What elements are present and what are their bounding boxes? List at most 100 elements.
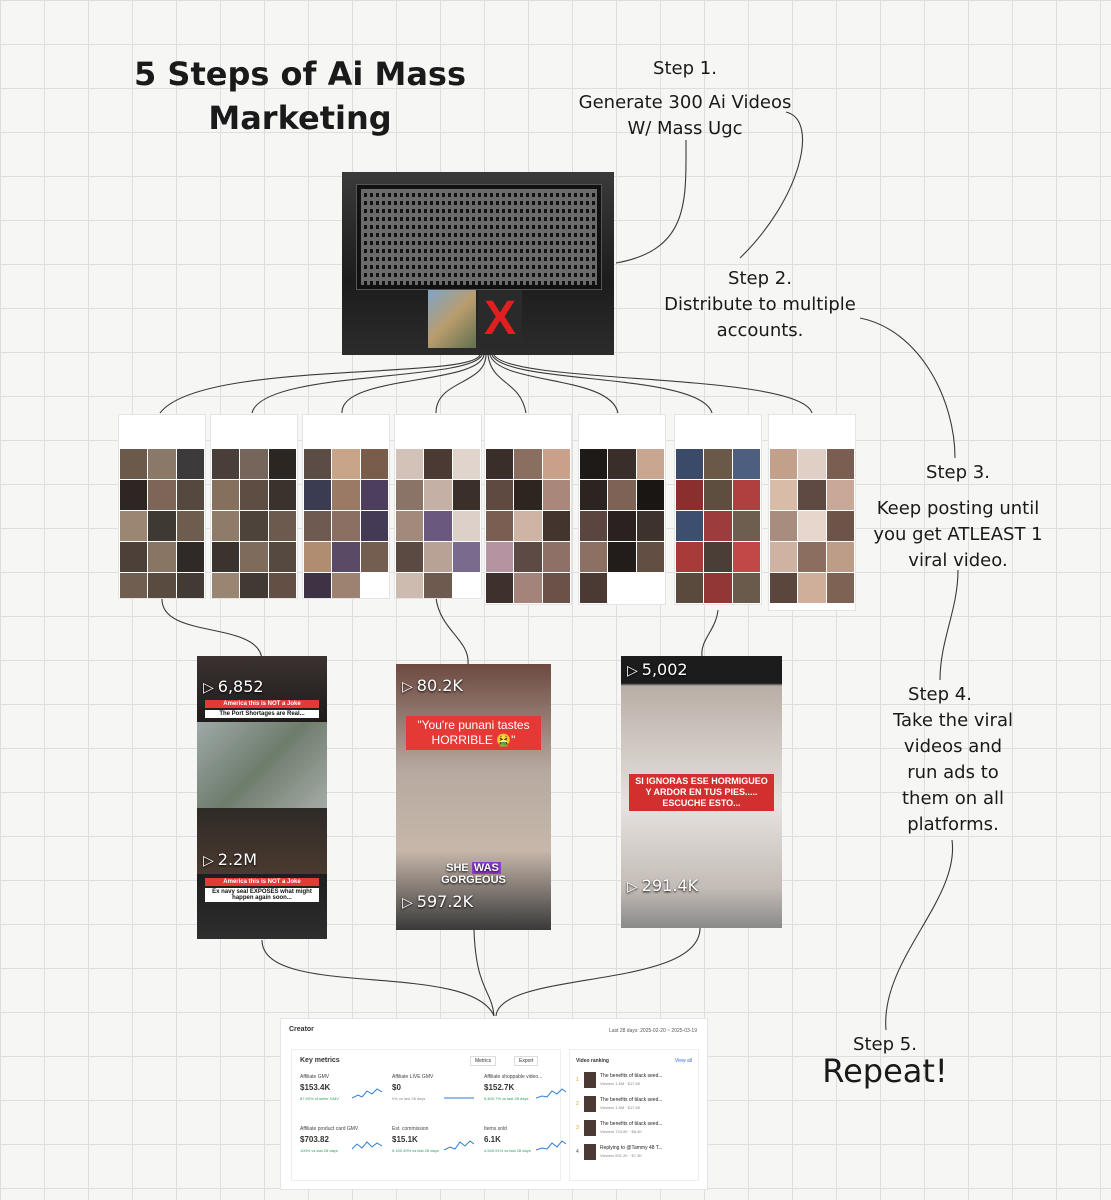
rank-number: 2	[576, 1101, 579, 1107]
metric-label: Items sold	[484, 1126, 507, 1132]
sparkline-icon	[352, 1141, 382, 1150]
viral-video-1: ▷6,852 America this is NOT a Joke The Po…	[197, 656, 327, 939]
metric-value: $0	[392, 1083, 401, 1092]
video-3-caption-line-3: ESCUCHE ESTO...	[662, 798, 741, 808]
ranking-row[interactable]: 3 The benefits of black seed... Viewers …	[576, 1120, 692, 1138]
link-step1	[615, 139, 687, 264]
video-3-caption: SI IGNORAS ESE HORMIGUEO Y ARDOR EN TUS …	[629, 774, 774, 811]
metric-label: Affiliate LIVE GMV	[392, 1074, 434, 1080]
video-3-caption-line-2: Y ARDOR EN TUS PIES.....	[645, 787, 758, 797]
ranking-stats: Viewers 591.2K · $7.3K	[600, 1153, 642, 1158]
metric-card[interactable]: Affiliate product card GMV $703.82 100% …	[300, 1126, 384, 1170]
video-ranking-panel: Video ranking View all 1 The benefits of…	[569, 1049, 699, 1181]
ranking-title: The benefits of black seed...	[600, 1121, 663, 1127]
step-5-repeat: Repeat!	[822, 1052, 948, 1090]
metric-value: $152.7K	[484, 1083, 515, 1092]
video-1-caption-1: America this is NOT a Joke	[204, 700, 320, 708]
video-ranking-title: Video ranking	[576, 1058, 609, 1064]
video-3-views-bottom: 291.4K	[641, 876, 699, 895]
video-thumbnail	[584, 1144, 596, 1160]
step-3-line-1: Keep posting until	[876, 498, 1040, 519]
mountain-thumbnail	[428, 290, 476, 348]
metric-card[interactable]: Items sold 6.1K 4,549.91% vs last 28 day…	[484, 1126, 568, 1170]
video-1-caption-3: America this is NOT a Joke	[204, 878, 320, 886]
step-2-line-1: Distribute to multiple	[664, 294, 856, 315]
step-1-label: Step 1.	[653, 58, 717, 79]
metric-sub: 100% vs last 28 days	[300, 1148, 338, 1153]
sparkline-icon	[536, 1088, 566, 1099]
view-all-link[interactable]: View all	[674, 1058, 692, 1064]
account-screenshot-5	[484, 414, 572, 605]
rank-number: 1	[576, 1077, 579, 1083]
video-1-caption-2: The Port Shortages are Real...	[204, 710, 320, 718]
metric-label: Affiliate GMV	[300, 1074, 330, 1080]
account-screenshot-8	[768, 414, 856, 611]
video-3-caption-line-1: SI IGNORAS ESE HORMIGUEO	[635, 776, 768, 786]
video-2-word-was: WAS	[471, 862, 501, 874]
step-4-line-1: Take the viral	[893, 710, 1013, 731]
metric-sub: 87.69% of seller GMV	[300, 1096, 339, 1101]
metric-value: 6.1K	[484, 1135, 501, 1144]
account-screenshot-1	[118, 414, 206, 599]
reject-x-icon: X	[478, 290, 522, 348]
metric-card[interactable]: Affiliate LIVE GMV $0 0% vs last 28 days	[392, 1074, 476, 1118]
video-grid-screen	[356, 184, 602, 290]
video-2-quote-line-2: HORRIBLE 🤮"	[431, 733, 516, 747]
ranking-row[interactable]: 1 The benefits of black seed... Viewers …	[576, 1072, 692, 1090]
sparkline-icon	[444, 1097, 474, 1099]
step-5-text: Step 5. Repeat!	[820, 1032, 950, 1090]
metric-value: $153.4K	[300, 1083, 331, 1092]
rank-number: 4	[576, 1149, 579, 1155]
metric-value: $703.82	[300, 1135, 329, 1144]
metric-card[interactable]: Affiliate GMV $153.4K 87.69% of seller G…	[300, 1074, 384, 1118]
account-screenshot-2	[210, 414, 298, 599]
step-5-label: Step 5.	[853, 1034, 917, 1055]
video-2-word-gorgeous: GORGEOUS	[441, 874, 506, 886]
step-3-line-3: viral video.	[908, 550, 1008, 571]
metric-card[interactable]: Affiliate shoppable video... $152.7K 5,4…	[484, 1074, 568, 1118]
metrics-button-label: Metrics	[475, 1058, 492, 1064]
video-1-views-top: 6,852	[217, 677, 264, 696]
step-2-label: Step 2.	[728, 268, 792, 289]
ranking-stats: Viewers 1.5M · $17.6K	[600, 1105, 641, 1110]
video-2-views-bottom: 597.2K	[416, 892, 474, 911]
step-4-line-3: run ads to	[907, 762, 999, 783]
link-step2	[859, 317, 956, 459]
ranking-row[interactable]: 2 The benefits of black seed... Viewers …	[576, 1096, 692, 1114]
export-button[interactable]: Export	[514, 1056, 539, 1066]
ranking-title: Replying to @Tammy 48 T...	[600, 1145, 663, 1151]
metric-card[interactable]: Est. commission $15.1K 5,150.49% vs last…	[392, 1126, 476, 1170]
ranking-row[interactable]: 4 Replying to @Tammy 48 T... Viewers 591…	[576, 1144, 692, 1162]
step-1-line-1: Generate 300 Ai Videos	[578, 92, 792, 113]
viral-video-2: ▷80.2K "You're punani tastes HORRIBLE 🤮"…	[396, 664, 551, 930]
account-screenshot-6	[578, 414, 666, 605]
step-1-line-2: W/ Mass Ugc	[627, 118, 743, 139]
metric-label: Est. commission	[392, 1126, 429, 1132]
key-metrics-title: Key metrics	[300, 1057, 340, 1064]
step-3-label: Step 3.	[926, 462, 990, 483]
ranking-stats: Viewers 724.9K · $8.4K	[600, 1129, 642, 1134]
ranking-stats: Viewers 1.6M · $17.6K	[600, 1081, 641, 1086]
step-4-line-5: platforms.	[907, 814, 999, 835]
play-icon: ▷	[402, 679, 413, 695]
rank-number: 3	[576, 1125, 579, 1131]
viral-video-3: ▷5,002 SI IGNORAS ESE HORMIGUEO Y ARDOR …	[621, 656, 782, 928]
link-step4	[885, 839, 954, 1031]
link-step1b	[739, 111, 804, 259]
step-4-text: Step 4. Take the viral videos and run ad…	[868, 682, 1038, 838]
account-screenshot-4	[394, 414, 482, 599]
title-line-2: Marketing	[208, 99, 392, 137]
metric-label: Affiliate product card GMV	[300, 1126, 359, 1132]
link-step3	[939, 569, 959, 681]
key-metrics-panel: Key metrics Metrics Export Affiliate GMV…	[291, 1049, 566, 1181]
video-thumbnail	[584, 1120, 596, 1136]
date-range[interactable]: Last 28 days: 2025-02-20 ~ 2025-03-19	[609, 1028, 697, 1034]
ranking-title: The benefits of black seed...	[600, 1097, 663, 1103]
metric-sub: 5,150.49% vs last 28 days	[392, 1148, 439, 1153]
step-1-text: Step 1. Generate 300 Ai Videos W/ Mass U…	[572, 56, 798, 142]
step-4-line-2: videos and	[903, 736, 1003, 757]
play-icon: ▷	[627, 879, 638, 895]
metrics-button[interactable]: Metrics	[470, 1056, 497, 1066]
sparkline-icon	[536, 1140, 566, 1151]
